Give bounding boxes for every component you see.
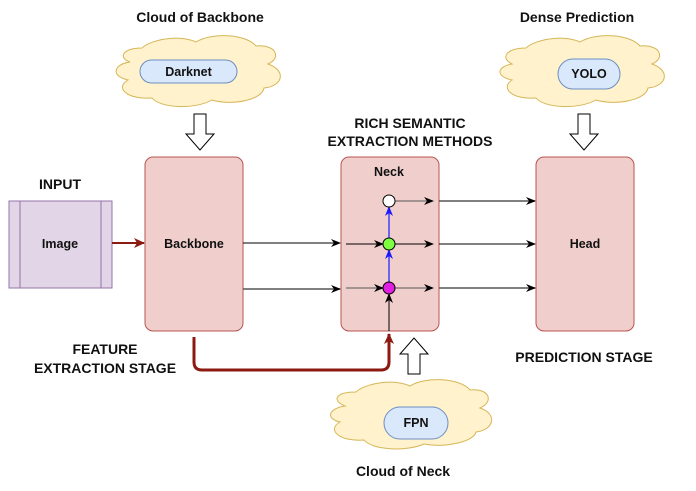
neck-node-top-white xyxy=(382,194,396,208)
neck-methods-title-line2: EXTRACTION METHODS xyxy=(328,133,493,149)
backbone-block: Backbone xyxy=(144,156,244,332)
input-image-block: Image xyxy=(8,200,113,289)
arrow-backbone-to-neck-skip xyxy=(192,333,394,372)
cloud-backbone: Darknet xyxy=(115,35,281,108)
cloud-neck: FPN xyxy=(330,379,492,450)
hollow-arrow-down-head xyxy=(568,113,600,151)
darknet-label: Darknet xyxy=(165,65,212,79)
image-label: Image xyxy=(42,237,78,251)
fpn-label: FPN xyxy=(404,416,429,430)
neck-methods-title-line1: RICH SEMANTIC xyxy=(354,115,465,131)
prediction-stage-label: PREDICTION STAGE xyxy=(515,349,652,365)
head-block: Head xyxy=(535,156,635,332)
input-title: INPUT xyxy=(39,176,81,192)
neck-label: Neck xyxy=(374,165,404,179)
hollow-arrow-down-backbone xyxy=(184,113,216,151)
cloud-backbone-title: Cloud of Backbone xyxy=(136,9,264,25)
feature-stage-line2: EXTRACTION STAGE xyxy=(34,360,176,376)
neck-node-low-magenta xyxy=(382,281,396,295)
feature-stage-line1: FEATURE xyxy=(72,341,137,357)
hollow-arrow-up-neck xyxy=(398,337,430,375)
neck-node-mid-green xyxy=(382,237,396,251)
cloud-neck-title: Cloud of Neck xyxy=(356,463,450,479)
fpn-pill xyxy=(383,406,449,440)
yolo-pill xyxy=(557,58,621,90)
backbone-label: Backbone xyxy=(164,237,224,251)
darknet-pill xyxy=(139,59,238,84)
cloud-dense-prediction: YOLO xyxy=(499,35,665,108)
dense-prediction-title: Dense Prediction xyxy=(520,9,634,25)
yolo-label: YOLO xyxy=(571,67,607,81)
head-label: Head xyxy=(570,237,601,251)
